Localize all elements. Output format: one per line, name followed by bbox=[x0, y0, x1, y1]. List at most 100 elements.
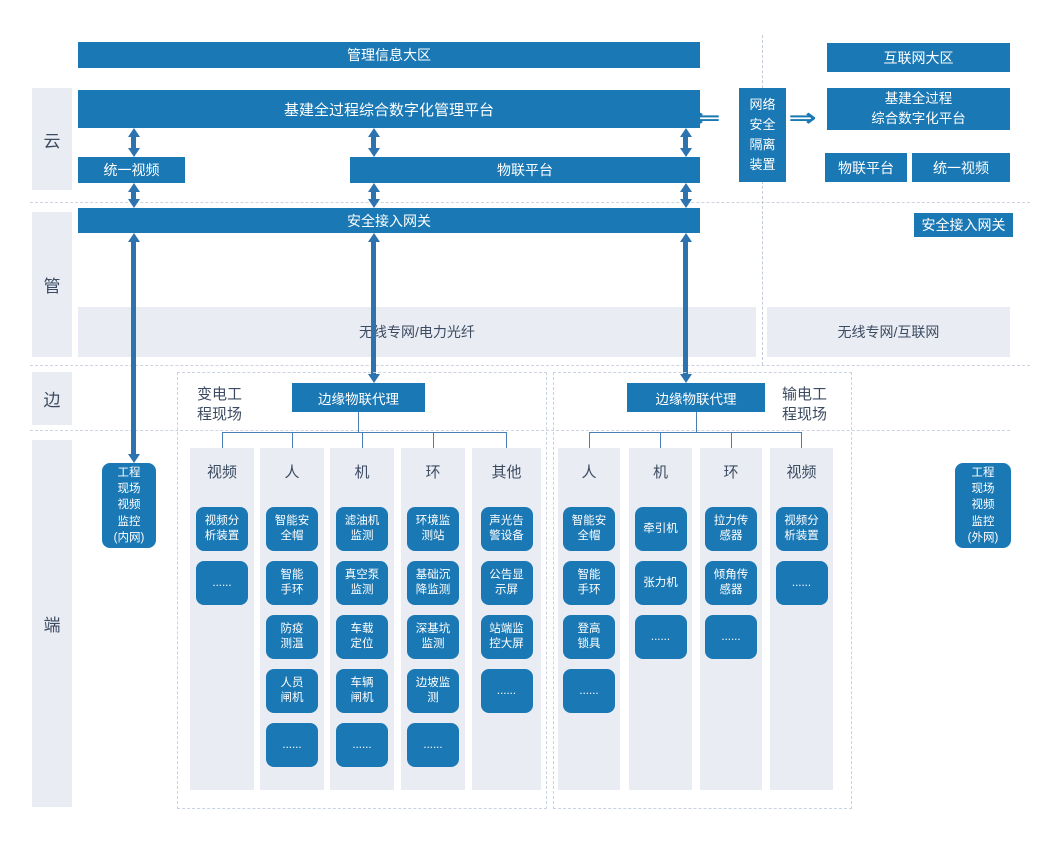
rail-edge-label: 边 bbox=[44, 386, 61, 411]
edge-iot-agent-right: 边缘物联代理 bbox=[627, 383, 765, 412]
rail-pipe: 管 bbox=[32, 212, 72, 357]
edge-iot-agent-left: 边缘物联代理 bbox=[292, 383, 425, 412]
column-person-left: 人 智能安 全帽 智能 手环 防疫 测温 人员 闸机 ...... bbox=[260, 448, 324, 790]
arrow-gateway-intranet-monitor bbox=[127, 233, 140, 463]
column-header: 视频 bbox=[786, 461, 816, 482]
wireless-band-right: 无线专网/互联网 bbox=[767, 307, 1010, 357]
device-box: 真空泵 监测 bbox=[336, 561, 388, 605]
device-box: 防疫 测温 bbox=[266, 615, 318, 659]
device-box: 声光告 警设备 bbox=[481, 507, 533, 551]
device-box: 智能安 全帽 bbox=[563, 507, 615, 551]
device-box: 车载 定位 bbox=[336, 615, 388, 659]
security-gateway-box-right: 安全接入网关 bbox=[914, 213, 1013, 237]
connector-drop bbox=[362, 432, 363, 448]
iot-platform-bar: 物联平台 bbox=[350, 157, 700, 183]
arrow-platform-iot-right bbox=[679, 128, 692, 157]
connector-stem-right bbox=[696, 412, 697, 432]
substation-site-label: 变电工 程现场 bbox=[197, 385, 242, 426]
column-header: 机 bbox=[354, 461, 369, 482]
column-header: 视频 bbox=[207, 461, 237, 482]
intranet-video-monitor-box: 工程 现场 视频 监控 (内网) bbox=[102, 463, 156, 548]
device-box: 登高 锁具 bbox=[563, 615, 615, 659]
rail-cloud: 云 bbox=[32, 88, 72, 190]
device-box: 车辆 闸机 bbox=[336, 669, 388, 713]
column-machine-right: 机 牵引机 张力机 ...... bbox=[629, 448, 692, 790]
arrow-platform-iot-left bbox=[367, 128, 380, 157]
transmission-site-label: 输电工 程现场 bbox=[782, 385, 827, 426]
internet-zone-bar: 互联网大区 bbox=[827, 43, 1010, 72]
device-box: ...... bbox=[266, 723, 318, 767]
arrow-video-gateway bbox=[127, 183, 140, 208]
unified-video-box: 统一视频 bbox=[78, 157, 185, 183]
column-video-left: 视频 视频分 析装置 ...... bbox=[190, 448, 254, 790]
column-video-right: 视频 视频分 析装置 ...... bbox=[770, 448, 833, 790]
digital-platform-bar-right: 基建全过程 综合数字化平台 bbox=[827, 88, 1010, 130]
column-header: 人 bbox=[581, 461, 596, 482]
column-machine-left: 机 滤油机 监测 真空泵 监测 车载 定位 车辆 闸机 ...... bbox=[330, 448, 394, 790]
device-box: 倾角传 感器 bbox=[705, 561, 757, 605]
device-box: ...... bbox=[705, 615, 757, 659]
connector-bus-right bbox=[589, 432, 801, 433]
arrow-gateway-agent-left bbox=[367, 233, 380, 383]
rail-terminal: 端 bbox=[32, 440, 72, 807]
device-box: 视频分 析装置 bbox=[776, 507, 828, 551]
column-environment-left: 环 环境监 测站 基础沉 降监测 深基坑 监测 边坡监 测 ...... bbox=[401, 448, 465, 790]
connector-drop bbox=[589, 432, 590, 448]
rail-edge: 边 bbox=[32, 372, 72, 425]
connector-stem-left bbox=[358, 412, 359, 432]
network-isolation-device-box: 网络 安全 隔离 装置 bbox=[739, 88, 786, 182]
rail-pipe-label: 管 bbox=[44, 272, 61, 297]
device-box: 智能 手环 bbox=[266, 561, 318, 605]
arrow-iot-gateway-left bbox=[367, 183, 380, 208]
column-other-left: 其他 声光告 警设备 公告显 示屏 站端监 控大屏 ...... bbox=[472, 448, 541, 790]
wireless-band-left: 无线专网/电力光纤 bbox=[78, 307, 756, 357]
device-box: ...... bbox=[776, 561, 828, 605]
double-arrow-left-icon: ⇐ bbox=[692, 103, 720, 133]
device-box: 智能 手环 bbox=[563, 561, 615, 605]
device-box: ...... bbox=[336, 723, 388, 767]
arrow-platform-video bbox=[127, 128, 140, 157]
device-box: 基础沉 降监测 bbox=[407, 561, 459, 605]
column-header: 其他 bbox=[491, 461, 521, 482]
column-person-right: 人 智能安 全帽 智能 手环 登高 锁具 ...... bbox=[558, 448, 620, 790]
connector-drop bbox=[506, 432, 507, 448]
security-gateway-bar: 安全接入网关 bbox=[78, 208, 700, 233]
column-header: 环 bbox=[425, 461, 440, 482]
column-environment-right: 环 拉力传 感器 倾角传 感器 ...... bbox=[700, 448, 762, 790]
rail-terminal-label: 端 bbox=[44, 611, 61, 636]
rail-cloud-label: 云 bbox=[44, 127, 61, 152]
device-box: 人员 闸机 bbox=[266, 669, 318, 713]
device-box: ...... bbox=[563, 669, 615, 713]
device-box: 视频分 析装置 bbox=[196, 507, 248, 551]
connector-drop bbox=[433, 432, 434, 448]
device-box: 公告显 示屏 bbox=[481, 561, 533, 605]
column-header: 环 bbox=[723, 461, 738, 482]
device-box: ...... bbox=[635, 615, 687, 659]
unified-video-box-right: 统一视频 bbox=[912, 153, 1010, 182]
device-box: 站端监 控大屏 bbox=[481, 615, 533, 659]
connector-drop bbox=[801, 432, 802, 448]
arrow-iot-gateway-right bbox=[679, 183, 692, 208]
separator-pipe-edge bbox=[30, 365, 1030, 366]
device-box: ...... bbox=[407, 723, 459, 767]
extranet-video-monitor-box: 工程 现场 视频 监控 (外网) bbox=[955, 463, 1011, 548]
digital-platform-bar: 基建全过程综合数字化管理平台 bbox=[78, 90, 700, 128]
device-box: 深基坑 监测 bbox=[407, 615, 459, 659]
column-header: 人 bbox=[284, 461, 299, 482]
device-box: ...... bbox=[481, 669, 533, 713]
connector-bus-left bbox=[222, 432, 506, 433]
connector-drop bbox=[292, 432, 293, 448]
connector-drop bbox=[660, 432, 661, 448]
management-info-zone-bar: 管理信息大区 bbox=[78, 42, 700, 68]
device-box: 滤油机 监测 bbox=[336, 507, 388, 551]
device-box: 边坡监 测 bbox=[407, 669, 459, 713]
device-box: 张力机 bbox=[635, 561, 687, 605]
connector-drop bbox=[222, 432, 223, 448]
device-box: ...... bbox=[196, 561, 248, 605]
separator-zone-vertical bbox=[762, 35, 763, 365]
device-box: 智能安 全帽 bbox=[266, 507, 318, 551]
separator-cloud-pipe bbox=[30, 202, 1030, 203]
device-box: 环境监 测站 bbox=[407, 507, 459, 551]
connector-drop bbox=[731, 432, 732, 448]
